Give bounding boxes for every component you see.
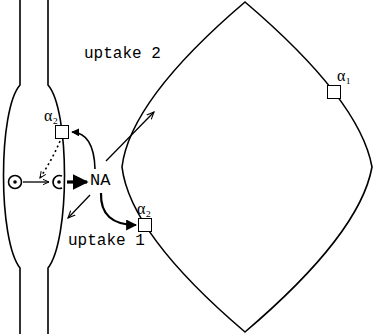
transmitter-label: NA <box>90 172 110 191</box>
uptake-label: uptake 2 <box>84 46 161 64</box>
uptake-label: uptake 1 <box>68 233 145 251</box>
receptor-box: α₂ <box>55 125 69 139</box>
vesicle <box>9 176 22 189</box>
releasing-vesicle <box>53 176 62 189</box>
fibre-membrane <box>4 0 21 334</box>
action-arrow <box>101 193 136 225</box>
uptake-arrow <box>106 112 154 161</box>
receptor-label: α₁ <box>337 68 351 84</box>
action-arrow <box>72 132 95 169</box>
exocytosis-arrow <box>23 181 49 182</box>
fibre-membrane <box>48 0 65 334</box>
receptor-box: α₂ <box>138 218 152 232</box>
receptor-label: α₂ <box>137 201 151 217</box>
receptor-label: α₂ <box>44 108 58 124</box>
vesicle-core <box>13 180 17 184</box>
vesicle-core <box>57 180 61 184</box>
receptor-box: α₁ <box>327 85 341 99</box>
release-arrow <box>67 180 87 183</box>
uptake-arrow <box>68 195 90 218</box>
inhibition-arrow <box>40 141 60 178</box>
